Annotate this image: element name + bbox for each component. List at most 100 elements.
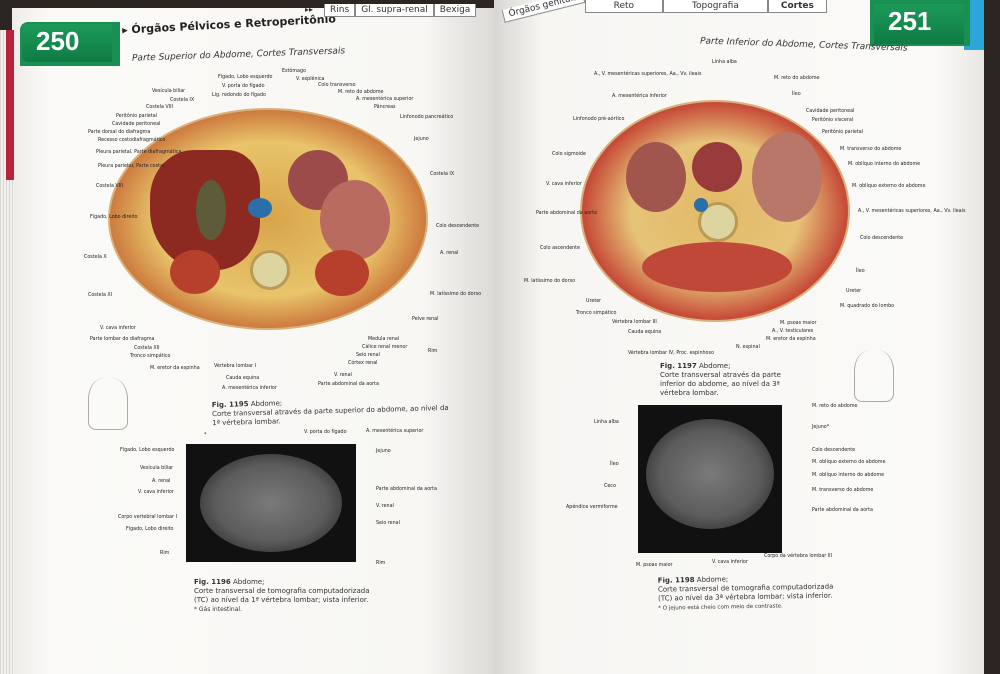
label: M. latíssimo do dorso bbox=[430, 292, 482, 297]
nav-tabs-right: Órgãos genitais Reto Topografia Cortes bbox=[501, 0, 827, 23]
label: Rim bbox=[428, 349, 438, 354]
label: Peritônio visceral bbox=[812, 118, 854, 123]
label: Parte abdominal da aorta bbox=[536, 211, 597, 216]
label: Parte abdominal da aorta bbox=[376, 487, 437, 492]
label: Pelve renal bbox=[412, 317, 439, 322]
label: Vesícula biliar bbox=[152, 89, 186, 94]
fig-number: Fig. 1195 bbox=[211, 400, 249, 410]
label: Peritônio parietal bbox=[822, 130, 864, 135]
label: Fígado, Lobo esquerdo bbox=[120, 448, 175, 453]
body-orientation-icon-left bbox=[88, 378, 128, 430]
label: Vértebra lombar I bbox=[214, 364, 256, 369]
fig1198-caption: Fig. 1198 Abdome; Corte transversal de t… bbox=[658, 573, 849, 613]
page-edges bbox=[0, 30, 14, 674]
label: V. esplênica bbox=[296, 77, 325, 82]
label: M. eretor da espinha bbox=[150, 366, 200, 371]
label: Íleo bbox=[792, 92, 801, 97]
ct-body bbox=[200, 454, 342, 552]
vein-shape bbox=[248, 198, 272, 218]
label: A. mesentérica inferior bbox=[222, 386, 277, 391]
label: Seio renal bbox=[376, 521, 400, 526]
tab-bexiga[interactable]: Bexiga bbox=[433, 4, 477, 17]
label: Pâncreas bbox=[374, 105, 396, 110]
back-muscle-shape bbox=[642, 242, 792, 292]
label: M. reto do abdome bbox=[812, 404, 858, 409]
ct-body bbox=[646, 419, 774, 529]
page-number-left: 250 bbox=[22, 24, 112, 62]
colon-shape bbox=[626, 142, 686, 212]
fig1197-caption: Fig. 1197 Abdome; Corte transversal atra… bbox=[660, 362, 800, 398]
label: M. psoas maior bbox=[780, 321, 817, 326]
fig-text: Corte transversal de tomografia computad… bbox=[657, 582, 834, 603]
label: Ureter bbox=[846, 289, 862, 294]
forward-icon: ▸▸ bbox=[305, 5, 314, 14]
tab-cortes[interactable]: Cortes bbox=[767, 0, 827, 13]
label: A., V. testiculares bbox=[772, 329, 814, 334]
label: Corpo vertebral lombar I bbox=[118, 515, 178, 520]
nav-tabs-left: ▸▸ Rins Gl. supra-renal Bexiga bbox=[300, 4, 477, 17]
label: Costela XI bbox=[88, 293, 113, 298]
label: Cauda equina bbox=[628, 330, 662, 335]
label: Colo sigmoide bbox=[552, 152, 586, 157]
label: M. quadrado do lombo bbox=[840, 304, 895, 309]
label: Colo descendente bbox=[860, 236, 904, 241]
ct-scan-upper bbox=[186, 444, 356, 562]
label: Costela XII bbox=[134, 346, 160, 351]
label: Corpo da vértebra lombar III bbox=[764, 554, 833, 559]
tab-gl-supra-renal[interactable]: Gl. supra-renal bbox=[355, 4, 434, 17]
fig-number: Fig. 1198 bbox=[657, 576, 695, 585]
fig-number: Fig. 1197 bbox=[660, 362, 697, 370]
label: Colo transverso bbox=[318, 83, 356, 88]
label: Costela X bbox=[84, 255, 107, 260]
tab-topografia[interactable]: Topografia bbox=[663, 0, 768, 13]
label: Cavidade peritoneal bbox=[112, 122, 161, 127]
label: Linfonodo pré-aórtico bbox=[573, 117, 625, 122]
label: Parte abdominal da aorta bbox=[812, 508, 873, 513]
fig-title: Abdome; bbox=[699, 362, 731, 370]
ileum-shape bbox=[692, 142, 742, 192]
label: M. transverso do abdome bbox=[812, 488, 874, 493]
label: V. renal bbox=[334, 373, 352, 378]
label: Lig. redondo do fígado bbox=[212, 93, 266, 98]
label: Fígado, Lobo esquerdo bbox=[218, 75, 273, 80]
label: Pleura parietal, Parte costal bbox=[98, 164, 165, 169]
fig-title: Abdome; bbox=[250, 399, 283, 409]
label: V. porta do fígado bbox=[222, 84, 265, 89]
label: Cauda equina bbox=[226, 376, 260, 381]
label: Jejuno* bbox=[812, 425, 830, 430]
tab-reto[interactable]: Reto bbox=[584, 0, 664, 13]
label: Parte abdominal da aorta bbox=[318, 382, 379, 387]
fig-note: * Gás intestinal. bbox=[194, 606, 242, 614]
label: Íleo bbox=[610, 462, 619, 467]
label: Linha alba bbox=[594, 420, 619, 425]
label: Vértebra lombar III bbox=[612, 320, 657, 325]
label: A. mesentérica superior bbox=[356, 97, 414, 102]
label: V. cava inferior bbox=[546, 182, 582, 187]
abdomen-cross-section-illustration-upper bbox=[108, 108, 428, 330]
label: Costela VIII bbox=[96, 184, 123, 189]
label: Pleura parietal, Parte diafragmática bbox=[96, 150, 182, 155]
label: M. transverso do abdome bbox=[840, 147, 902, 152]
label: Apêndice vermiforme bbox=[566, 505, 618, 510]
label: Peritônio parietal bbox=[116, 114, 158, 119]
label: Cavidade peritoneal bbox=[806, 109, 855, 114]
label: M. eretor da espinha bbox=[766, 337, 816, 342]
label: V. cava inferior bbox=[100, 326, 136, 331]
left-kidney-shape bbox=[315, 250, 369, 296]
label: Costela IX bbox=[170, 98, 195, 103]
fig-text: Corte transversal através da parte infer… bbox=[660, 371, 781, 398]
tab-rins[interactable]: Rins bbox=[324, 4, 356, 17]
abdomen-cross-section-illustration-lower bbox=[580, 100, 850, 322]
label: A. renal bbox=[152, 479, 171, 484]
label: A., V. mesentéricas superiores, Aa., Vv.… bbox=[858, 209, 966, 214]
label: A. mesentérica inferior bbox=[612, 94, 667, 99]
label: M. oblíquo externo do abdome bbox=[852, 184, 926, 189]
page-number-right: 251 bbox=[874, 4, 964, 44]
label: Colo ascendente bbox=[540, 246, 581, 251]
label: Rim bbox=[160, 551, 170, 556]
label: Colo descendente bbox=[436, 224, 480, 229]
label: Rim bbox=[376, 561, 386, 566]
label: Estômago bbox=[282, 69, 306, 74]
label: V. cava inferior bbox=[138, 490, 174, 495]
body-orientation-icon-right bbox=[854, 350, 894, 402]
